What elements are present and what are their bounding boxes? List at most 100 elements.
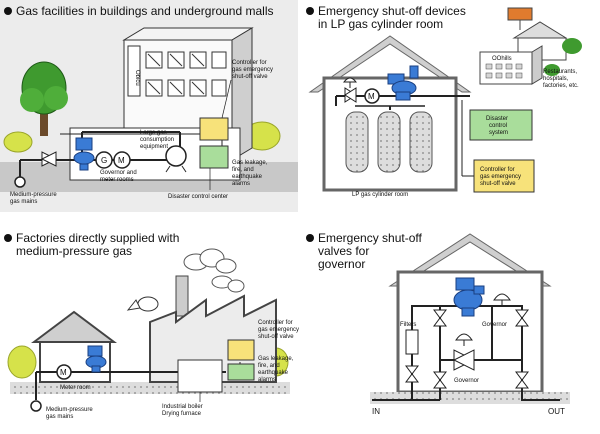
panel-2-heading-line-2: in LP gas cylinder room bbox=[318, 17, 443, 31]
cylinder-icon bbox=[409, 111, 433, 173]
m-mark: M bbox=[368, 92, 375, 101]
alarm-box bbox=[199, 145, 229, 169]
panel-buildings-malls: Gas facilities in buildings and undergro… bbox=[0, 0, 298, 212]
m-mark: M bbox=[118, 156, 125, 165]
panel-4-heading-line-1: Emergency shut-off bbox=[318, 231, 422, 245]
filter-icon bbox=[405, 329, 419, 355]
svg-text:Controller for: Controller for bbox=[480, 167, 515, 173]
bullet-icon bbox=[4, 7, 12, 15]
controller-box bbox=[199, 117, 229, 141]
bird-icon bbox=[126, 296, 159, 312]
bullet-icon bbox=[306, 234, 314, 242]
svg-text:Disaster: Disaster bbox=[486, 116, 508, 122]
gas-equipment-icon bbox=[165, 145, 187, 173]
governor-icon bbox=[452, 333, 476, 371]
svg-text:shut-off valve: shut-off valve bbox=[232, 74, 268, 80]
panel-1-labels: Controller for gas emergency shut-off va… bbox=[10, 60, 273, 205]
svg-text:system: system bbox=[489, 130, 508, 136]
ground bbox=[10, 382, 290, 394]
governor-icon bbox=[73, 137, 95, 171]
meter-m-icon bbox=[56, 364, 72, 380]
cylinder-icon bbox=[377, 111, 401, 173]
valve-icon bbox=[405, 309, 529, 389]
panel-3-heading-line-2: medium-pressure gas bbox=[16, 244, 132, 258]
meter-m-icon bbox=[364, 88, 380, 104]
svg-text:gas emergency: gas emergency bbox=[258, 327, 299, 333]
town-buildings-icon: OOhills bbox=[479, 7, 582, 85]
svg-text:Gas leakage,: Gas leakage, bbox=[258, 356, 294, 362]
meter-room-roof bbox=[31, 310, 117, 343]
bullet-icon bbox=[306, 7, 314, 15]
svg-text:Gas leakage,: Gas leakage, bbox=[232, 160, 268, 166]
meter-m-icon bbox=[113, 151, 131, 169]
svg-text:Controller for: Controller for bbox=[258, 320, 293, 326]
svg-text:gas mains: gas mains bbox=[10, 199, 37, 205]
panel-1-heading: Gas facilities in buildings and undergro… bbox=[16, 4, 273, 18]
svg-text:earthquake: earthquake bbox=[258, 370, 289, 376]
smoke-icon bbox=[183, 248, 245, 293]
panel-governor-valves: Emergency shut-off valves for governor bbox=[306, 231, 570, 416]
svg-text:meter rooms: meter rooms bbox=[100, 177, 134, 183]
svg-text:Governor and: Governor and bbox=[100, 170, 137, 176]
regulator-icon bbox=[387, 65, 419, 101]
g-mark: G bbox=[101, 156, 107, 165]
building-sign: Obicu bbox=[134, 70, 140, 86]
svg-text:Governor: Governor bbox=[482, 322, 507, 328]
alarm-box bbox=[227, 363, 255, 381]
disaster-control-system-box bbox=[469, 109, 533, 141]
governor-icon bbox=[493, 293, 511, 306]
svg-text:shut-off valve: shut-off valve bbox=[258, 334, 294, 340]
svg-text:shut-off valve: shut-off valve bbox=[480, 181, 516, 187]
svg-text:fire, and: fire, and bbox=[258, 363, 280, 369]
svg-text:Medium-pressure: Medium-pressure bbox=[10, 192, 57, 198]
svg-text:gas emergency: gas emergency bbox=[480, 174, 521, 180]
bush-icon bbox=[3, 131, 33, 153]
panel-lp-cylinder-room: Emergency shut-off devices in LP gas cyl… bbox=[306, 4, 582, 198]
panel-4-heading-line-2: valves for bbox=[318, 244, 369, 258]
governor-icon bbox=[85, 345, 107, 373]
svg-text:alarms: alarms bbox=[232, 181, 250, 187]
gas-main-icon bbox=[14, 176, 26, 188]
emergency-shutoff-valve-icon bbox=[453, 277, 485, 317]
tree-icon bbox=[20, 61, 68, 136]
svg-text:Filters: Filters bbox=[400, 322, 416, 328]
panel-4-labels: Filters Governor Governor IN OUT bbox=[372, 322, 565, 416]
panel-3-heading-line-1: Factories directly supplied with bbox=[16, 231, 179, 245]
panel-factories: Factories directly supplied with medium-… bbox=[4, 231, 299, 420]
svg-text:factories, etc.: factories, etc. bbox=[543, 83, 579, 89]
cylinder-room-label: LP gas cylinder room bbox=[352, 192, 408, 198]
svg-text:equipment: equipment bbox=[140, 144, 168, 150]
shutoff-valve-icon bbox=[342, 77, 358, 103]
industrial-boiler-box bbox=[177, 359, 223, 393]
bush-icon bbox=[7, 345, 37, 379]
m-mark: M bbox=[60, 368, 67, 377]
svg-text:Medium-pressure: Medium-pressure bbox=[46, 407, 93, 413]
bullet-icon bbox=[4, 234, 12, 242]
gas-meter-g-icon bbox=[95, 151, 113, 169]
svg-text:Controller for: Controller for bbox=[232, 60, 267, 66]
svg-text:Drying furnace: Drying furnace bbox=[162, 411, 202, 417]
ground bbox=[370, 392, 570, 404]
controller-box bbox=[227, 339, 255, 361]
svg-text:gas emergency: gas emergency bbox=[232, 67, 273, 73]
svg-text:Governor: Governor bbox=[454, 378, 479, 384]
cylinder-icon bbox=[345, 111, 369, 173]
svg-text:IN: IN bbox=[372, 407, 380, 416]
svg-text:hospitals,: hospitals, bbox=[543, 76, 569, 82]
svg-text:Large gas: Large gas bbox=[140, 130, 167, 136]
svg-text:consumption: consumption bbox=[140, 137, 174, 143]
svg-text:OUT: OUT bbox=[548, 407, 565, 416]
panel-3-labels: Meter room Medium-pressure gas mains Ind… bbox=[46, 320, 299, 420]
shutoff-valve-icon bbox=[40, 151, 58, 167]
svg-text:control: control bbox=[489, 123, 507, 129]
svg-text:fire, and: fire, and bbox=[232, 167, 254, 173]
svg-text:earthquake: earthquake bbox=[232, 174, 263, 180]
svg-text:Restaurants,: Restaurants, bbox=[543, 69, 577, 75]
svg-text:Industrial boiler: Industrial boiler bbox=[162, 404, 203, 410]
panel-4-heading-line-3: governor bbox=[318, 257, 365, 271]
svg-text:Disaster control center: Disaster control center bbox=[168, 194, 228, 200]
controller-box bbox=[473, 159, 535, 193]
panel-2-heading-line-1: Emergency shut-off devices bbox=[318, 4, 466, 18]
